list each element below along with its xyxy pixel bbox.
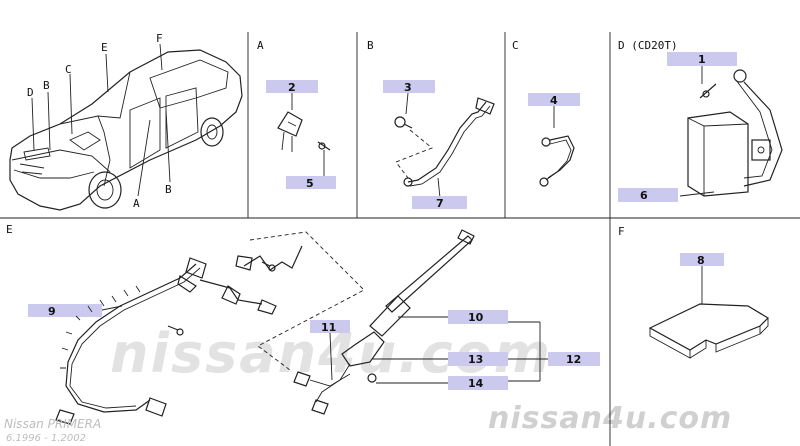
antenna-harness-9-part	[55, 245, 303, 425]
callout-number-9: 9	[48, 305, 56, 318]
callout-box-7[interactable]	[412, 196, 467, 209]
callout-box-6[interactable]	[618, 188, 678, 202]
section-label-e: E	[6, 223, 13, 236]
ground-cable-1-part	[699, 69, 783, 187]
callout-number-12: 12	[566, 353, 581, 366]
callout-number-14: 14	[468, 377, 484, 390]
car-pointer-e: E	[101, 41, 108, 54]
section-label-d: D (CD20T)	[618, 39, 678, 52]
callout-box-13[interactable]	[448, 352, 508, 366]
date-caption: 6.1996 - 1.2002	[6, 433, 86, 444]
car-pointer-c: C	[65, 63, 72, 76]
callout-box-4[interactable]	[528, 93, 580, 106]
bolt-e-part	[167, 261, 276, 336]
callout-box-2[interactable]	[266, 80, 318, 93]
section-label-b: B	[367, 39, 374, 52]
car-pointer-b2: B	[165, 183, 172, 196]
callout-leaders-e	[372, 316, 548, 384]
callout-number-13: 13	[468, 353, 483, 366]
callout-number-3: 3	[404, 81, 412, 94]
control-module-6-part	[687, 111, 771, 197]
callout-box-1[interactable]	[667, 52, 737, 66]
section-label-c: C	[512, 39, 519, 52]
callout-box-3[interactable]	[383, 80, 435, 93]
car-pointer-lines	[31, 43, 171, 197]
section-label-f: F	[618, 225, 625, 238]
pad-8-part	[648, 303, 769, 359]
car-illustration	[9, 49, 243, 211]
callout-number-5: 5	[306, 177, 314, 190]
callout-box-8[interactable]	[680, 253, 724, 266]
antenna-mast-part	[293, 229, 475, 415]
callout-number-8: 8	[697, 254, 705, 267]
ground-clip-part	[277, 111, 303, 152]
screw-5-part	[317, 141, 331, 151]
callout-box-10[interactable]	[448, 310, 508, 324]
car-pointer-a: A	[133, 197, 140, 210]
car-pointer-f: F	[156, 32, 163, 45]
callout-box-14[interactable]	[448, 376, 508, 390]
car-pointer-b: B	[43, 79, 50, 92]
car-pointer-d: D	[27, 86, 34, 99]
model-caption: Nissan PRIMERA	[4, 417, 101, 431]
callout-box-5[interactable]	[286, 176, 336, 189]
callout-number-4: 4	[550, 94, 558, 107]
callout-number-1: 1	[698, 53, 706, 66]
ground-wire-4-part	[539, 135, 575, 187]
callout-box-12[interactable]	[548, 352, 600, 366]
panel-grid	[0, 32, 800, 446]
ground-strap-7-part	[403, 97, 495, 187]
callout-number-11: 11	[321, 321, 336, 334]
callout-number-2: 2	[288, 81, 296, 94]
callout-box-11[interactable]	[310, 320, 350, 333]
bolt-3-part	[394, 116, 413, 129]
callout-number-7: 7	[436, 197, 444, 210]
callout-number-10: 10	[468, 311, 484, 324]
callout-number-6: 6	[640, 189, 648, 202]
section-label-a: A	[257, 39, 264, 52]
callout-box-9[interactable]	[28, 304, 102, 317]
